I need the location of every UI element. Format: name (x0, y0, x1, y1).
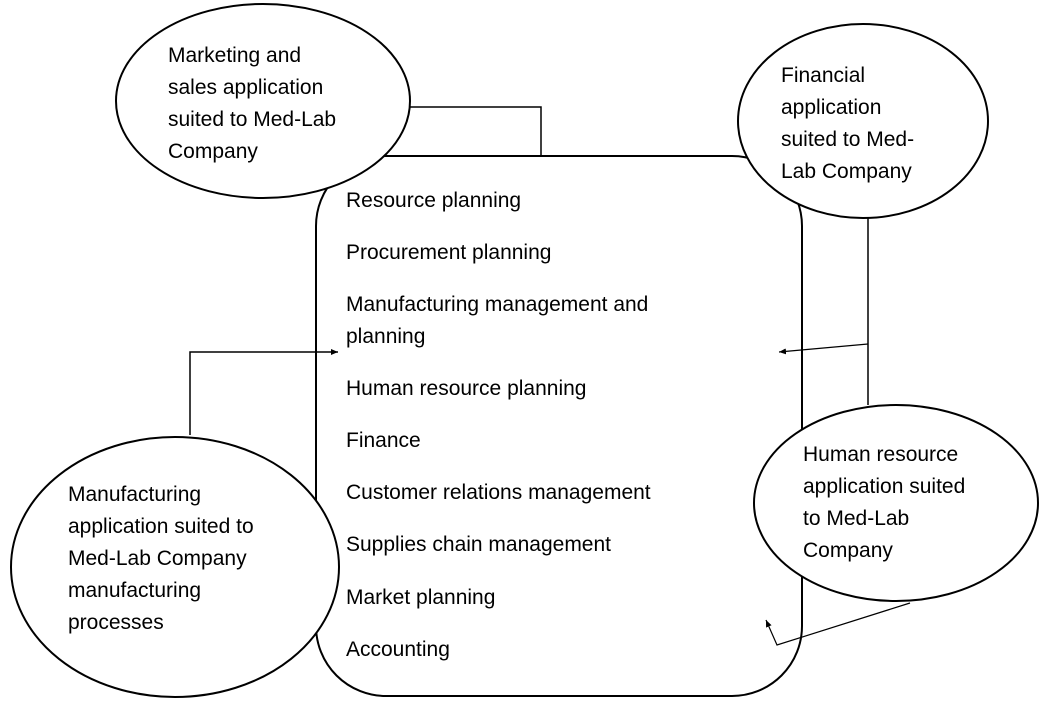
arrow-manufacturing (189, 349, 338, 435)
arrow-human-resource (765, 602, 911, 646)
node-marketing-line: suited to Med-Lab (168, 108, 337, 131)
node-human-resource-line: Human resource (803, 443, 959, 466)
node-marketing-ellipse (115, 3, 411, 199)
node-manufacturing-line: processes (68, 611, 164, 634)
node-manufacturing-line: manufacturing (68, 579, 202, 602)
node-manufacturing-label: Manufacturing application suited to Med-… (68, 479, 254, 639)
node-financial-line: suited to Med- (781, 128, 915, 151)
module-market-planning: Market planning (346, 586, 496, 609)
node-human-resource-line: to Med-Lab (803, 507, 910, 530)
central-module-box (315, 155, 803, 697)
node-financial-label: Financial application suited to Med- Lab… (781, 60, 914, 188)
node-human-resource-label: Human resource application suited to Med… (803, 439, 965, 567)
node-manufacturing-line: Manufacturing (68, 483, 202, 506)
node-financial-ellipse (737, 23, 989, 219)
module-manufacturing-management-cont: planning (346, 325, 426, 348)
connector-marketing (408, 106, 542, 156)
module-manufacturing-management: Manufacturing management and (346, 293, 649, 316)
node-marketing-label: Marketing and sales application suited t… (168, 40, 336, 168)
module-accounting: Accounting (346, 638, 450, 661)
node-manufacturing-ellipse (10, 436, 340, 698)
node-marketing-line: sales application (168, 76, 324, 99)
node-manufacturing-line: Med-Lab Company (68, 547, 247, 570)
module-supplies-chain: Supplies chain management (346, 533, 612, 556)
node-human-resource-line: Company (803, 539, 893, 562)
node-marketing-line: Company (168, 140, 258, 163)
node-financial-line: application (781, 96, 882, 119)
module-resource-planning: Resource planning (346, 189, 522, 212)
module-human-resource-planning: Human resource planning (346, 377, 587, 400)
node-marketing-line: Marketing and (168, 44, 302, 67)
node-manufacturing-line: application suited to (68, 515, 254, 538)
node-human-resource-line: application suited (803, 475, 966, 498)
module-procurement-planning: Procurement planning (346, 241, 552, 264)
node-financial-line: Financial (781, 64, 866, 87)
node-human-resource-ellipse (753, 404, 1039, 602)
arrow-financial (778, 343, 869, 355)
module-customer-relations: Customer relations management (346, 481, 651, 504)
node-financial-line: Lab Company (781, 160, 912, 183)
module-finance: Finance (346, 429, 421, 452)
